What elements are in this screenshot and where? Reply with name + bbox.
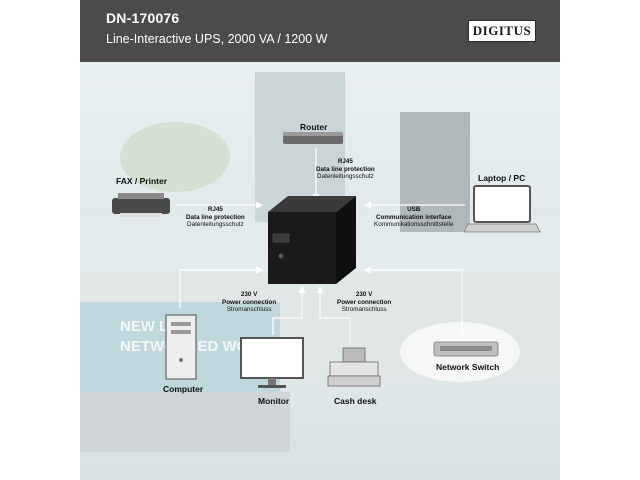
power-right-connection-label: 230 V Power connection Stromanschluss xyxy=(337,291,391,314)
line-cash-ups xyxy=(316,285,351,345)
rj45-fax-connection-label: RJ45 Data line protection Datenleitungss… xyxy=(186,206,245,229)
ups-device xyxy=(268,196,356,284)
power-left-line2: Power connection xyxy=(222,298,277,306)
monitor-label: Monitor xyxy=(258,396,290,406)
computer-label: Computer xyxy=(163,384,204,394)
power-right-line3: Stromanschluss xyxy=(341,306,387,313)
digitus-logo: DIGITUS xyxy=(468,20,536,42)
keyboard-bg xyxy=(80,392,290,452)
server-tower xyxy=(400,112,470,232)
usb-connection-label: USB Communication interface Kommunikatio… xyxy=(374,206,453,229)
router-icon xyxy=(283,132,343,144)
power-left-line3: Stromanschluss xyxy=(226,306,272,313)
power-left-line1: 230 V xyxy=(240,291,258,298)
connection-lines xyxy=(175,148,465,345)
rj45-fax-line2: Data line protection xyxy=(186,213,245,221)
plant-leaves xyxy=(120,122,230,192)
rj45-router-line1: RJ45 xyxy=(337,158,353,165)
laptop-label: Laptop / PC xyxy=(478,173,526,183)
fax-printer-label: FAX / Printer xyxy=(116,176,168,186)
fax-printer-icon xyxy=(112,193,170,217)
rj45-router-connection-label: RJ45 Data line protection Datenleitungss… xyxy=(316,158,375,181)
ups-power-button-icon xyxy=(278,253,284,259)
monitor-icon xyxy=(240,337,304,388)
rj45-fax-line1: RJ45 xyxy=(207,206,223,213)
product-code: DN-170076 xyxy=(106,10,180,26)
usb-line1: USB xyxy=(407,206,421,213)
usb-line2: Communication interface xyxy=(375,213,452,221)
rj45-router-line2: Data line protection xyxy=(316,165,375,173)
power-right-line1: 230 V xyxy=(355,291,373,298)
cash-desk-icon xyxy=(327,347,381,387)
product-subtitle: Line-Interactive UPS, 2000 VA / 1200 W xyxy=(106,32,328,46)
rj45-router-line3: Datenleitungsschutz xyxy=(317,173,374,180)
line-computer-ups xyxy=(179,266,264,308)
line-monitor-ups xyxy=(272,285,306,335)
computer-tower-icon xyxy=(165,314,197,380)
rj45-fax-line3: Datenleitungsschutz xyxy=(187,221,244,228)
router-label: Router xyxy=(300,122,328,132)
network-switch-label: Network Switch xyxy=(436,362,500,372)
usb-line3: Kommunikationsschnittstelle xyxy=(374,221,454,228)
power-left-connection-label: 230 V Power connection Stromanschluss xyxy=(222,291,276,314)
cash-desk-label: Cash desk xyxy=(334,396,377,406)
network-switch-icon xyxy=(433,341,499,357)
line-switch-ups xyxy=(363,266,463,338)
power-right-line2: Power connection xyxy=(337,298,392,306)
laptop-icon xyxy=(463,185,541,233)
ups-display xyxy=(272,233,290,243)
